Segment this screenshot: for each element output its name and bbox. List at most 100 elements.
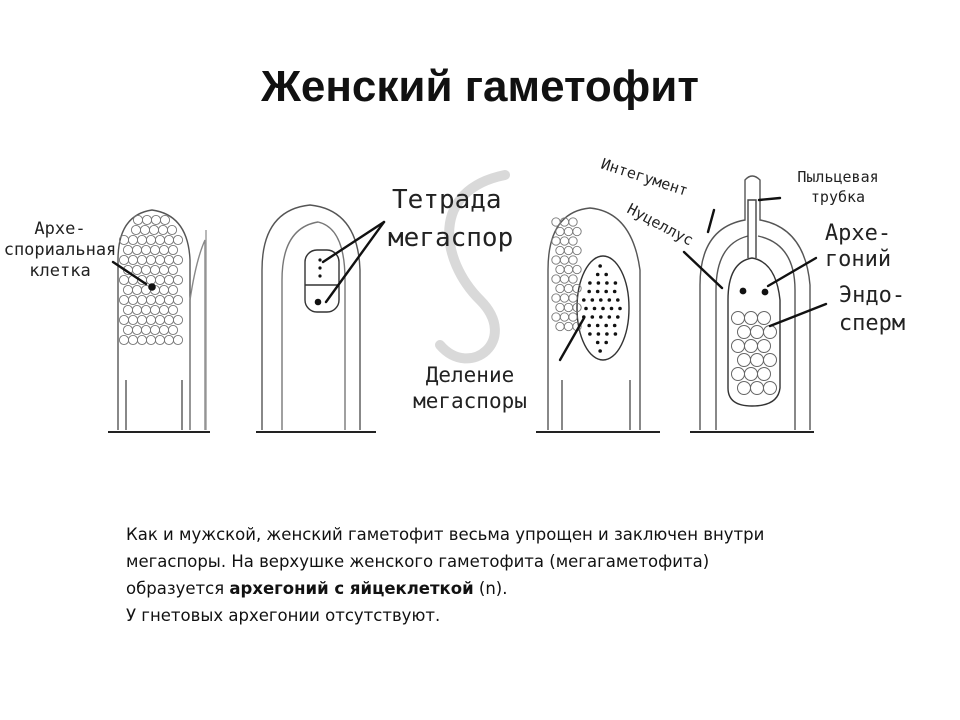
nucellus-cell [572,302,582,313]
nucellus-cell [145,334,157,346]
endosperm-cell [737,381,751,395]
label-pollen-tube-1: Пыльцевая [797,168,878,186]
nucellus-cell [127,314,139,326]
nucellus-cell [127,254,139,266]
megaspore-nucleus [588,332,592,336]
nucellus-cell [158,324,170,336]
caption-line-3-post: (n). [473,579,508,598]
nucellus-cell [568,312,578,322]
nucellus-cell [163,334,175,346]
nucellus-cells-1 [118,214,184,346]
megaspore-nucleus [598,349,602,353]
megaspore-nucleus [588,281,592,285]
nucellus-cell [167,264,179,276]
megaspore-nucleus [607,315,612,319]
female-gametophyte-diagram: Архе- спориальная клетка Тетрада мегаспо… [4,155,905,433]
nucellus-cell [551,312,561,322]
nucellus-cell [551,255,561,265]
endosperm-cells [731,311,777,395]
caption-line-3: образуется архегоний с яйцеклеткой (n). [126,575,886,602]
label-archegonium-1: Архе- [825,221,891,246]
nucellus-cell [563,321,574,332]
nucellus-cell [166,224,178,236]
leader-lines [111,196,828,362]
nucellus-cell [559,312,570,322]
label-pollen-tube-2: трубка [811,188,865,206]
nucellus-cell [555,283,565,294]
megaspore-nucleus [595,272,600,277]
endosperm-cell [750,353,764,367]
nucellus-cell [136,334,148,346]
nucellus-cell [559,236,570,246]
nucellus-cell [148,224,160,236]
label-tetrad-2: мегаспор [388,223,513,253]
nucellus-cell [159,214,171,226]
nucellus-cell [167,304,179,316]
nucellus-cell [555,226,565,237]
nucellus-cell [118,254,130,266]
label-archespore-3: клетка [29,261,90,281]
endosperm-cell [731,339,745,353]
nucellus-cell [555,264,565,275]
megaspore-nucleus [590,315,595,319]
megaspore-nucleus [613,332,618,336]
label-endosperm-1: Эндо- [839,283,905,308]
caption-line-2: мегаспоры. На верхушке женского гаметофи… [126,552,710,571]
label-tetrad-1: Тетрада [392,185,502,215]
nucellus-cell [145,314,157,326]
nucellus-cell [136,294,148,306]
nucellus-cell [172,254,184,266]
nucellus-cell [551,293,561,303]
nucellus-cell [140,264,152,276]
megaspore-nucleus [599,315,603,319]
nucellus-cell [131,284,143,296]
nucellus-cell [131,244,143,256]
nucellus-cell [131,264,143,276]
nucellus-cell [145,234,157,246]
megaspore-nucleus [612,323,617,328]
label-archegonium-2: гоний [825,247,891,272]
nucellus-cell [563,283,574,294]
nucellus-cell [145,294,157,306]
endosperm-cell [763,353,777,367]
tetrad-dot [318,258,322,262]
nucellus-cell [136,254,148,266]
archegonium-nucleus-right [761,288,769,296]
megaspore-nucleus [604,272,608,277]
megaspore-nucleus [595,340,600,345]
tetrad-dot [318,274,322,278]
nucellus-cell [158,244,170,256]
megaspore-nucleus [604,340,608,345]
nucellus-cell [172,334,184,346]
nucellus-cell [154,254,166,266]
nucellus-cell [572,283,582,294]
nucellus-cell [167,284,179,296]
endosperm-cell [731,367,745,381]
endosperm-cell [744,339,758,353]
ovule-division [536,207,660,433]
nucellus-cell [140,304,152,316]
label-division-1: Деление [426,363,515,387]
nucellus-cell [154,294,166,306]
nucellus-cell [136,234,148,246]
nucellus-cell [149,324,161,336]
nucellus-cell [149,264,161,276]
endosperm-cell [744,367,758,381]
endosperm-cell [757,339,771,353]
watermark-swirl [435,170,510,364]
nucellus-cell [158,304,170,316]
endosperm-cell [744,311,758,325]
nucellus-cell [139,224,151,236]
caption-line-3-pre: образуется [126,579,230,598]
nucellus-cell [172,274,184,286]
nucellus-cell [551,217,561,227]
endosperm-cell [731,311,745,325]
label-division-2: мегаспоры [413,389,527,413]
megaspore-nucleus [616,315,620,319]
archegonium-nucleus-left [739,287,747,295]
nucellus-cell [122,284,134,296]
label-archespore-1: Архе- [34,219,85,239]
megaspore-nucleus [590,298,595,302]
nucellus-cell [118,274,130,286]
nucellus-cell [130,224,142,236]
